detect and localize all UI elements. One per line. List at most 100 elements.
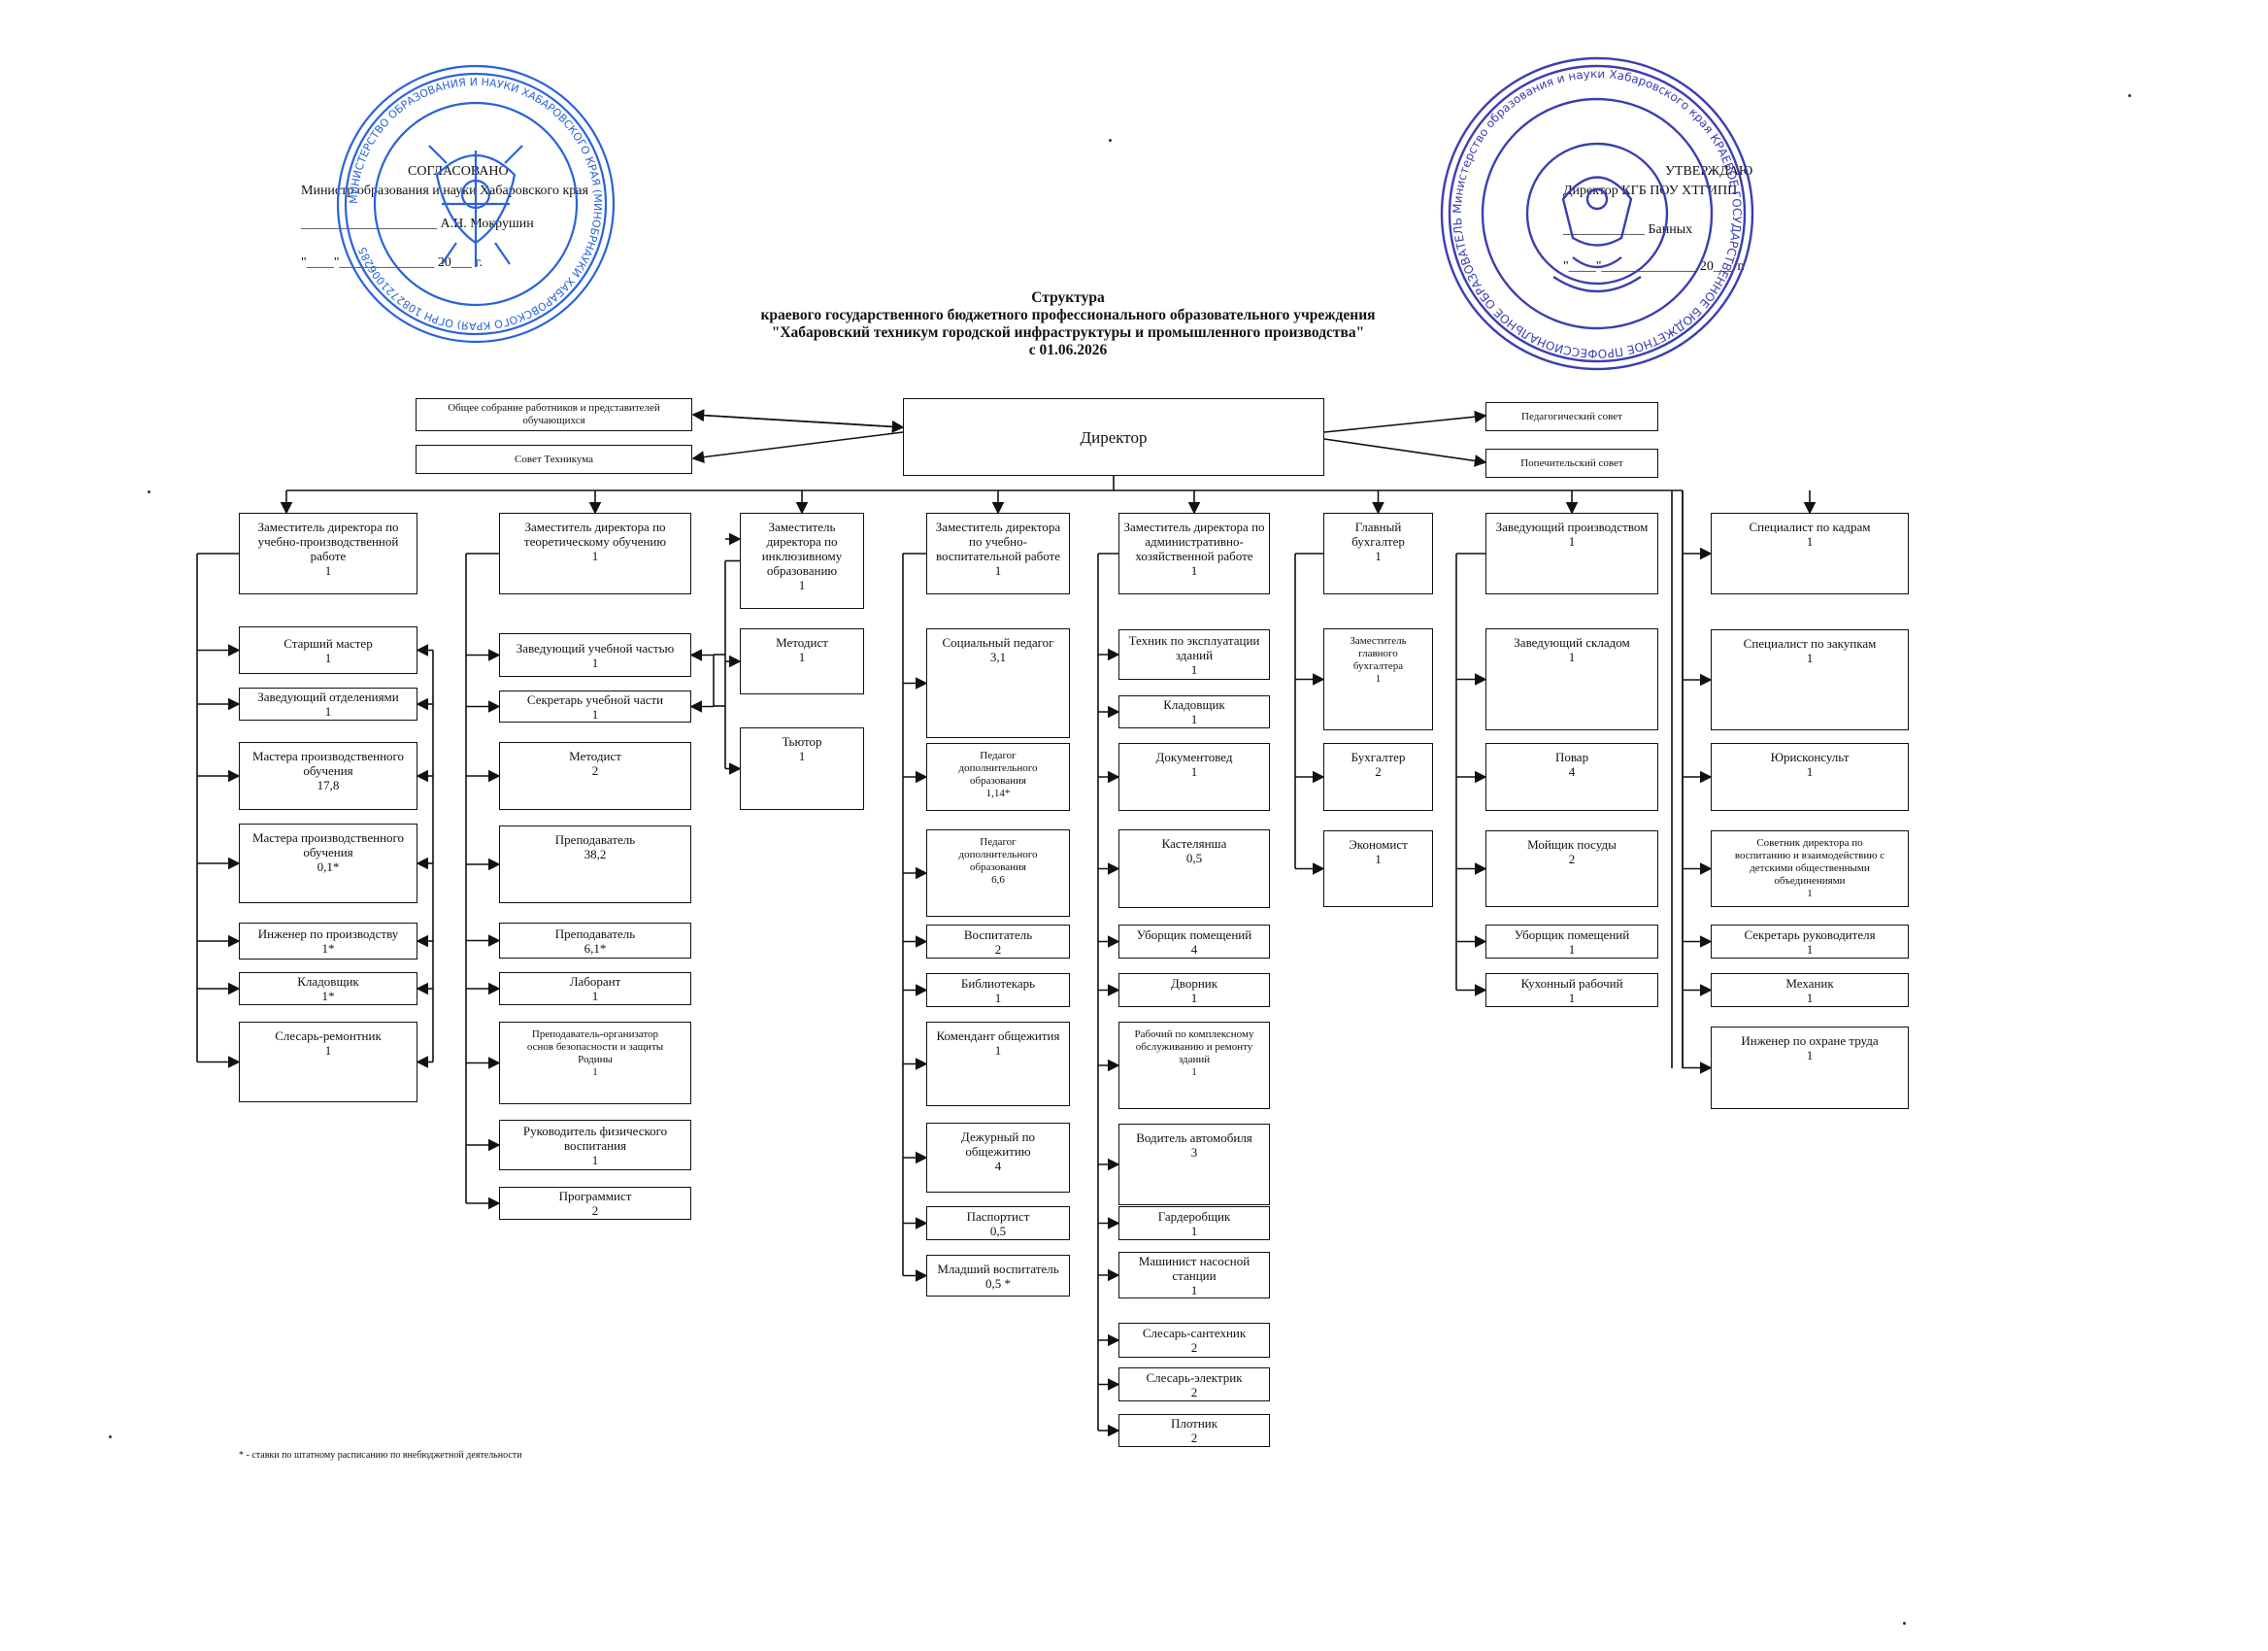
position-label: Инженер по производству bbox=[257, 927, 399, 941]
staff-count: 1 bbox=[798, 650, 806, 664]
position-label: бухгалтера bbox=[1352, 660, 1404, 672]
position-label: образованию bbox=[766, 563, 838, 578]
position-label: обслуживанию и ремонту bbox=[1135, 1041, 1253, 1053]
staff-count: 1 bbox=[324, 1043, 332, 1058]
position-label: воспитательной работе bbox=[935, 549, 1061, 563]
position-label: директора по bbox=[766, 534, 838, 549]
staff-count: 0,1* bbox=[317, 859, 340, 874]
position-label: Педагог bbox=[980, 750, 1017, 761]
position-label: Слесарь-электрик bbox=[1146, 1369, 1243, 1385]
position-label: Рабочий по комплексному bbox=[1134, 1028, 1254, 1040]
position-label: Библиотекарь bbox=[960, 975, 1036, 991]
position-label: Преподаватель-организатор bbox=[531, 1028, 659, 1040]
document-title: Структура краевого государственного бюдж… bbox=[760, 289, 1376, 358]
position-label: Заведующий учебной частью bbox=[516, 640, 675, 656]
position-label: Техник по эксплуатации bbox=[1128, 632, 1260, 648]
staff-count: 1 bbox=[1191, 1066, 1197, 1078]
staff-count: 2 bbox=[1375, 764, 1382, 779]
scan-speck bbox=[109, 1435, 112, 1438]
position-label: Специалист по кадрам bbox=[1749, 520, 1871, 534]
position-label: Инженер по охране труда bbox=[1741, 1033, 1879, 1048]
position-label: объединениями bbox=[1774, 875, 1846, 887]
staff-count: 17,8 bbox=[317, 778, 340, 792]
position-label: работе bbox=[310, 549, 347, 563]
staff-count: 1 bbox=[592, 1066, 598, 1078]
staff-count: 1 bbox=[1375, 673, 1382, 685]
position-label: Лаборант bbox=[569, 974, 621, 989]
position-label: Программист bbox=[558, 1189, 632, 1203]
staff-count: 1 bbox=[1568, 941, 1576, 957]
position-label: Паспортист bbox=[966, 1208, 1030, 1224]
position-label: Водитель автомобиля bbox=[1136, 1130, 1252, 1145]
position-label: Заместитель bbox=[1350, 635, 1407, 647]
staff-count: 1 bbox=[994, 1043, 1002, 1058]
staff-count: 1 bbox=[1568, 650, 1576, 664]
staff-count: 2 bbox=[1190, 1340, 1198, 1355]
staff-count: 1 bbox=[324, 704, 332, 719]
position-label: Заведующий производством bbox=[1495, 520, 1649, 534]
staff-count: 6,1* bbox=[584, 940, 607, 956]
position-label: Заведующий отделениями bbox=[257, 690, 399, 704]
position-label: Социальный педагог bbox=[942, 635, 1054, 650]
position-label: Заведующий складом bbox=[1514, 635, 1630, 650]
staff-count: 1 bbox=[324, 650, 332, 665]
scan-speck bbox=[2128, 94, 2131, 97]
position-label: инклюзивному bbox=[761, 549, 843, 563]
position-label: Методист bbox=[569, 749, 621, 763]
position-label: Секретарь учебной части bbox=[526, 691, 664, 707]
position-label: Специалист по закупкам bbox=[1743, 636, 1877, 651]
staff-count: 1 bbox=[798, 578, 806, 592]
position-label: Воспитатель bbox=[963, 927, 1033, 942]
staff-count: 2 bbox=[994, 941, 1002, 957]
staff-count: 3 bbox=[1190, 1145, 1198, 1160]
approval-right-signature: ____________ Банных bbox=[1563, 222, 1693, 237]
position-label: Мастера производственного bbox=[251, 749, 405, 763]
position-label: воспитанию и взаимодействию с bbox=[1734, 850, 1885, 861]
position-label: воспитания bbox=[563, 1137, 627, 1153]
staff-count: 0,5 bbox=[989, 1223, 1007, 1238]
staff-count: 2 bbox=[1190, 1384, 1198, 1399]
position-label: дополнительного bbox=[958, 849, 1038, 860]
scan-speck bbox=[1109, 139, 1112, 142]
staff-count: 38,2 bbox=[584, 847, 607, 861]
staff-count: 4 bbox=[1190, 941, 1198, 957]
position-label: Кастелянша bbox=[1161, 836, 1227, 851]
director-box: Директор bbox=[903, 398, 1324, 476]
staff-count: 2 bbox=[591, 1203, 599, 1218]
staff-count: 1 bbox=[1190, 563, 1198, 578]
position-label: Мойщик посуды bbox=[1527, 837, 1617, 852]
staff-count: 1 bbox=[1190, 1282, 1198, 1297]
staff-count: 1 bbox=[591, 706, 599, 722]
